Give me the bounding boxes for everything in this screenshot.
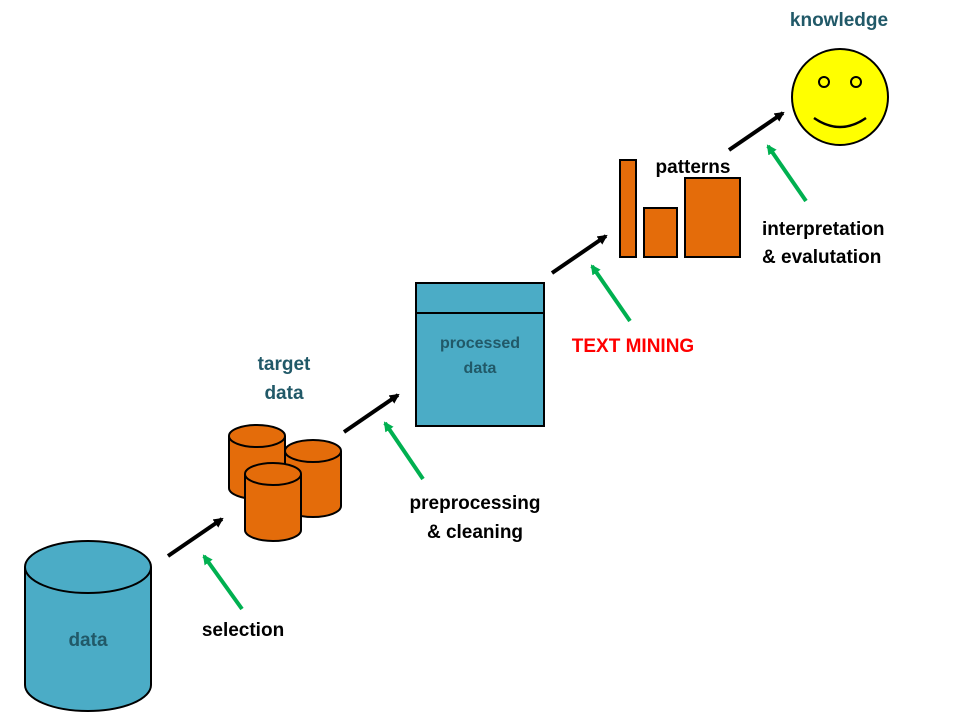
patterns-label: patterns	[656, 157, 731, 178]
data-cylinder	[24, 540, 152, 712]
target-data-cylinders	[228, 424, 342, 542]
interpretation-label-line1: interpretation	[762, 219, 884, 240]
processed-data-label-line1: processed	[440, 335, 520, 352]
flow-arrow-3	[550, 234, 608, 275]
step-arrow-preprocessing	[383, 421, 425, 481]
selection-label: selection	[202, 620, 284, 641]
knowledge-label: knowledge	[790, 10, 888, 31]
processed-data-box	[415, 282, 545, 427]
text-mining-label: TEXT MINING	[572, 336, 694, 357]
smiley-face-icon	[791, 48, 889, 146]
target-data-label-line2: data	[264, 383, 304, 404]
flow-arrow-1	[166, 517, 224, 558]
step-arrow-selection	[202, 554, 244, 611]
target-cylinder-front	[244, 462, 302, 542]
flow-arrow-4	[727, 111, 785, 152]
preprocessing-label-line2: & cleaning	[427, 522, 523, 543]
step-arrow-text-mining	[590, 264, 632, 323]
processed-data-label-line2: data	[464, 360, 497, 377]
patterns-bars	[619, 159, 741, 258]
target-data-label-line1: target	[258, 354, 311, 375]
flow-arrow-2	[342, 393, 400, 434]
data-label: data	[68, 630, 108, 651]
preprocessing-label-line1: preprocessing	[410, 493, 541, 514]
interpretation-label-line2: & evalutation	[762, 247, 881, 268]
step-arrow-interpretation	[766, 144, 808, 203]
